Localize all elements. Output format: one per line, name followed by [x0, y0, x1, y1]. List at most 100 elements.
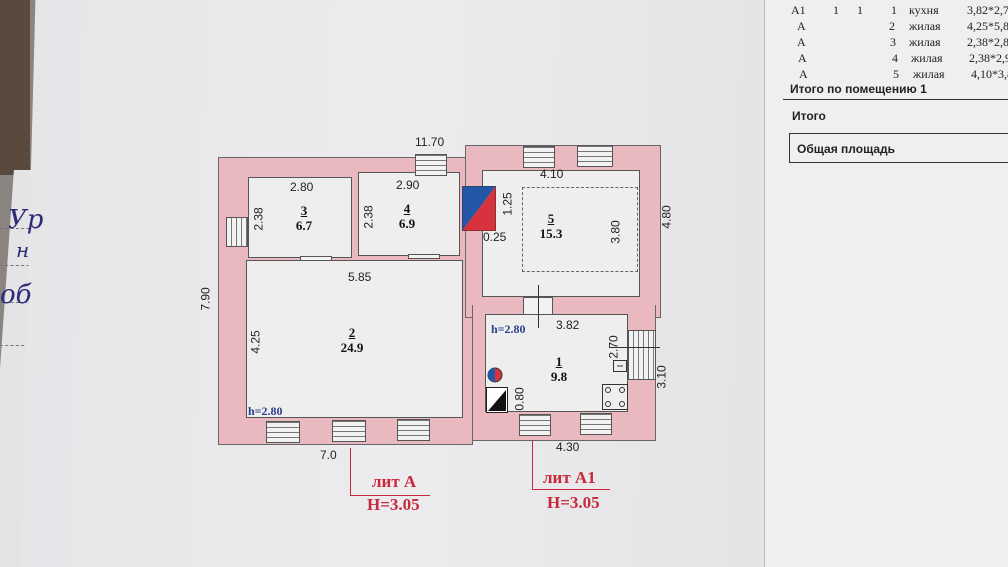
boiler-icon — [486, 387, 508, 413]
cell-dims: 2,38*2,8 — [967, 35, 1008, 49]
room-5 — [482, 170, 640, 297]
door — [300, 256, 332, 261]
window — [266, 421, 300, 443]
dim-bottom-left: 7.0 — [320, 448, 337, 462]
cell-num: 2 — [889, 19, 895, 33]
cell-type: жилая — [909, 19, 941, 33]
dim-room1-h: 2.70 — [606, 335, 621, 359]
leader-line — [532, 440, 533, 490]
stove-icon — [602, 384, 628, 410]
window — [577, 145, 613, 167]
ceiling-height-lit-a1: h=2.80 — [491, 322, 526, 336]
window — [523, 146, 555, 168]
handwriting: Ур — [8, 205, 44, 235]
table-row: А 2 жилая 4,25*5,8 — [797, 19, 1008, 33]
room-area: 9.8 — [550, 369, 568, 384]
room-number: 5 — [547, 211, 555, 226]
dashed-line — [0, 265, 40, 266]
handwriting: об — [0, 280, 32, 310]
window — [519, 414, 551, 436]
room-area: 15.3 — [539, 226, 563, 241]
room-area: 6.7 — [295, 218, 313, 233]
dashed-line — [0, 302, 40, 303]
dimension-line — [538, 285, 539, 328]
room-number: 4 — [403, 201, 411, 216]
dim-room3-w: 2.80 — [290, 180, 314, 194]
cell-c2: 1 — [857, 3, 863, 17]
cell-lit: А — [799, 67, 808, 81]
cell-type: жилая — [909, 35, 941, 49]
cell-type: жилая — [913, 67, 945, 81]
dim-room2-w: 5.85 — [348, 270, 372, 284]
leader-line — [350, 495, 430, 496]
dim-boiler: 0.80 — [512, 387, 527, 411]
cell-num: 4 — [892, 51, 898, 65]
lit-a1-label: лит А1 — [543, 468, 596, 487]
cell-dims: 3,82*2,7 — [967, 3, 1008, 17]
cell-num: 5 — [893, 67, 899, 81]
room-table-sheet: А1 1 1 1 кухня 3,82*2,7 А 2 жилая 4,25*5,8 А 3 жил… — [764, 0, 1008, 567]
leader-line — [532, 489, 610, 490]
dim-room5-w: 4.10 — [540, 167, 564, 181]
cell-lit: А1 — [791, 3, 806, 17]
window — [580, 413, 612, 435]
dim-room3-h: 2.38 — [251, 207, 266, 231]
cell-c1: 1 — [833, 3, 839, 17]
cell-lit: А — [797, 35, 806, 49]
dim-chimney-h: 1.25 — [500, 192, 515, 216]
cell-lit: А — [798, 51, 807, 65]
stove-outline — [522, 187, 638, 272]
dim-room2-h: 4.25 — [248, 330, 263, 354]
lit-a-label: лит А — [372, 472, 417, 491]
window — [397, 419, 430, 441]
room-number: 2 — [348, 325, 356, 340]
handwriting: н — [16, 238, 30, 262]
lit-a1-height: H=3.05 — [547, 493, 600, 512]
table-row: А 3 жилая 2,38*2,8 — [797, 35, 1008, 49]
dim-overall-height: 7.90 — [198, 287, 213, 311]
gas-meter-icon — [487, 367, 503, 383]
cell-num: 1 — [891, 3, 897, 17]
subtotal-label: Итого по помещению 1 — [790, 82, 927, 96]
divider — [783, 99, 1008, 100]
dimension-line — [610, 347, 660, 348]
dim-overall-width: 11.70 — [415, 135, 445, 149]
dim-chimney-w: 0.25 — [483, 230, 507, 244]
window — [226, 217, 248, 247]
dim-room5-h: 3.80 — [608, 220, 623, 244]
cell-type: кухня — [909, 3, 939, 17]
cell-lit: А — [797, 19, 806, 33]
dashed-line — [0, 345, 40, 346]
door — [408, 254, 440, 259]
window — [415, 154, 447, 176]
room-number: 3 — [300, 203, 308, 218]
room-number: 1 — [555, 354, 563, 369]
dim-bottom-right: 4.30 — [556, 440, 580, 454]
ceiling-height-lit-a: h=2.80 — [248, 404, 283, 418]
total-area-label: Общая площадь — [797, 142, 896, 156]
dim-room4-w: 2.90 — [396, 178, 420, 192]
table-row: А 5 жилая 4,10*3,8 — [799, 67, 1008, 81]
dim-room1-w: 3.82 — [556, 318, 580, 332]
dim-room4-h: 2.38 — [361, 205, 376, 229]
room-2 — [246, 260, 463, 418]
cell-num: 3 — [890, 35, 896, 49]
chimney-icon — [462, 186, 496, 231]
dim-right-bottom: 3.10 — [654, 365, 669, 389]
cell-type: жилая — [911, 51, 943, 65]
total-label: Итого — [792, 109, 826, 123]
dashed-line — [0, 228, 40, 229]
door-opening — [628, 330, 656, 380]
cell-dims: 4,10*3,8 — [971, 67, 1008, 81]
room-area: 24.9 — [340, 340, 364, 355]
area-box — [789, 133, 1008, 163]
lit-a-height: H=3.05 — [367, 495, 420, 514]
cell-dims: 2,38*2,9 — [969, 51, 1008, 65]
cell-dims: 4,25*5,8 — [967, 19, 1008, 33]
room-area: 6.9 — [398, 216, 416, 231]
window — [332, 420, 366, 442]
